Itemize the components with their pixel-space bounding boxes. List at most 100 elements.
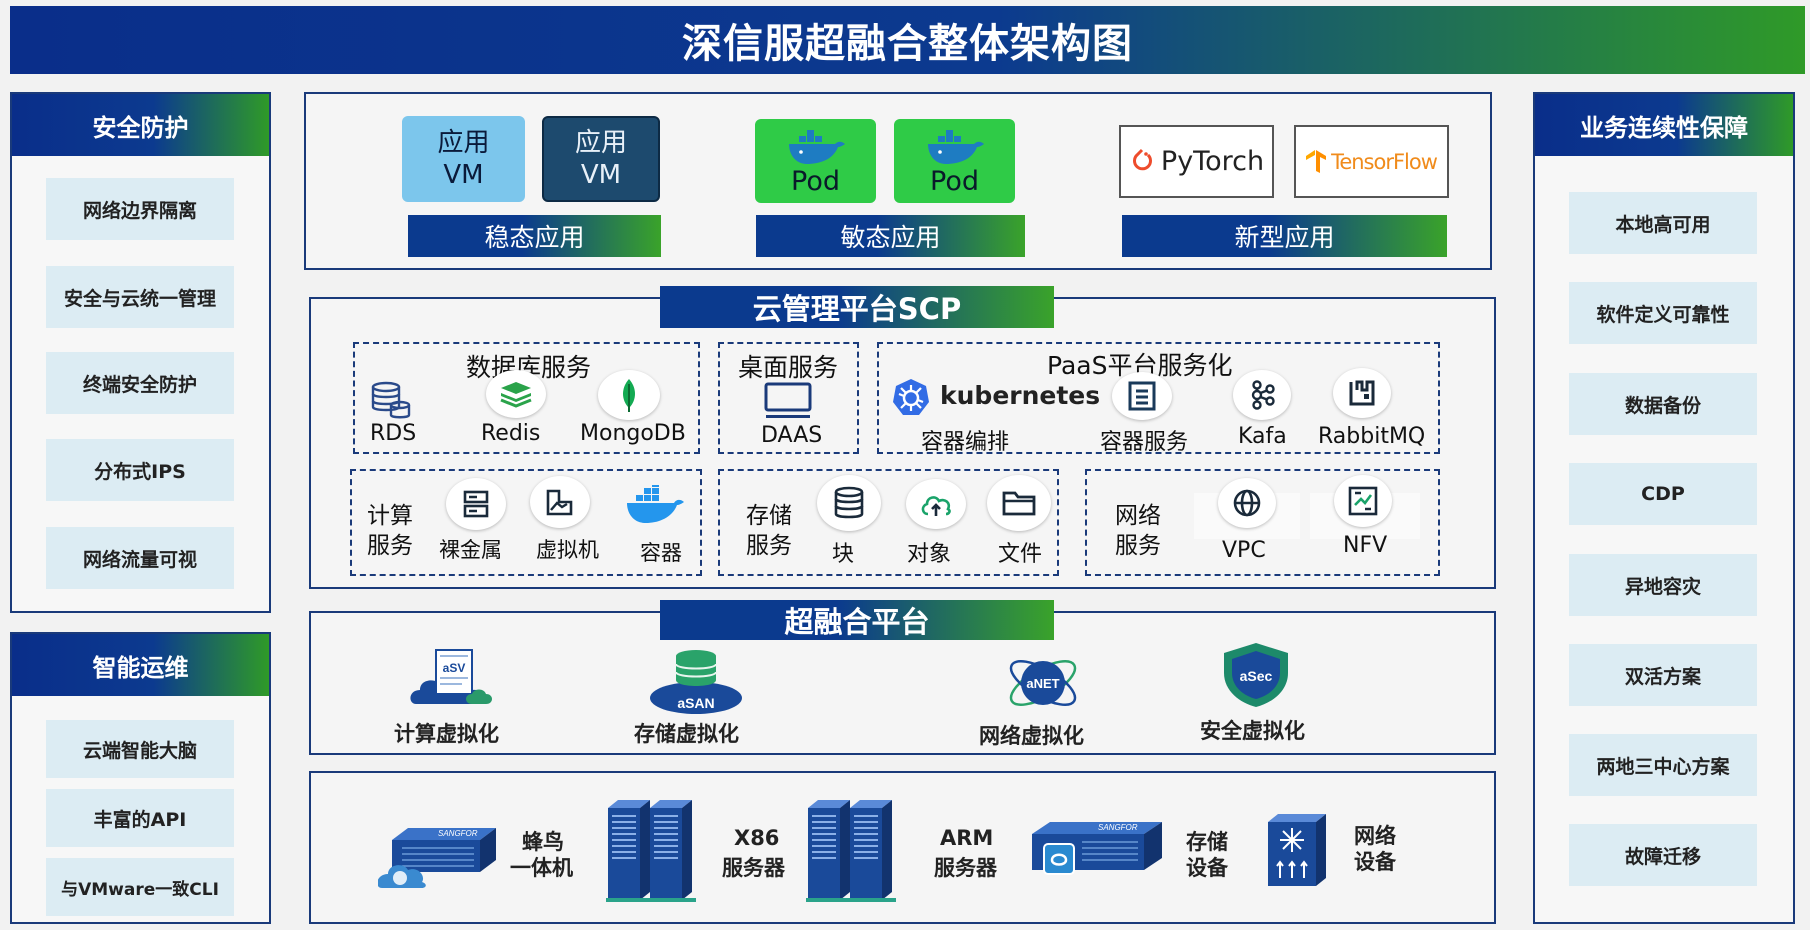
vm-app-line2: VM: [580, 160, 622, 190]
network-service-title: 网络: [1115, 503, 1161, 529]
new-app-label: 新型应用: [1122, 215, 1447, 257]
storage-service-title: 服务: [746, 533, 792, 559]
anet-network-icon: aNET: [1009, 660, 1077, 706]
cloud-upload-icon: [921, 496, 951, 516]
storage-item-label: 对象: [907, 542, 952, 567]
asan-storage-icon: aSAN: [650, 650, 742, 714]
ops-panel: 智能运维 云端智能大脑 丰富的API 与VMware一致CLI: [10, 632, 271, 924]
security-panel: 安全防护 网络边界隔离 安全与云统一管理 终端安全防护 分布式IPS 网络流量可…: [10, 92, 271, 613]
db-item-label: RDS: [370, 421, 417, 446]
hardware-item-label: 网络: [1354, 824, 1396, 848]
network-service-group: [1085, 469, 1440, 576]
desktop-service-group: [718, 342, 859, 454]
asec-security-icon: aSec: [1224, 643, 1288, 707]
ops-item: 云端智能大脑: [46, 720, 234, 778]
continuity-item: 故障迁移: [1569, 824, 1757, 886]
storage-item-label: 块: [832, 542, 855, 567]
container-docker-icon: [627, 485, 684, 523]
hardware-item-label: ARM: [940, 826, 994, 850]
agile-app-label: 敏态应用: [756, 215, 1025, 257]
continuity-title: 业务连续性保障: [1535, 94, 1793, 156]
kafka-icon: [1233, 370, 1291, 420]
hardware-item-label: 服务器: [934, 856, 997, 880]
hci-item-label: 存储虚拟化: [634, 722, 739, 746]
paas-service-group: [877, 342, 1440, 454]
continuity-panel: 业务连续性保障 本地高可用 软件定义可靠性 数据备份 CDP 异地容灾 双活方案…: [1533, 92, 1795, 924]
asv-compute-icon: aSV: [410, 649, 492, 704]
network-device-icon: [1268, 814, 1326, 886]
compute-service-title: 计算: [367, 503, 413, 529]
tensorflow-label: TensorFlow: [1331, 149, 1438, 174]
hummingbird-appliance-icon: SANGFOR: [378, 828, 496, 888]
globe-icon: [1233, 489, 1261, 517]
storage-device-icon: SANGFOR: [1032, 822, 1162, 875]
anet-icon-text: aNET: [1026, 676, 1059, 691]
rabbitmq-icon: [1333, 368, 1391, 418]
vm-app-line2: VM: [443, 160, 484, 190]
continuity-item: 数据备份: [1569, 373, 1757, 435]
virtual-machine-icon: [530, 476, 590, 528]
asv-icon-text: aSV: [443, 661, 466, 675]
stable-app-label: 稳态应用: [408, 215, 661, 257]
arm-server-icon: [806, 800, 896, 902]
hardware-item-label: 一体机: [510, 856, 573, 880]
docker-whale-icon: [927, 130, 984, 164]
container-service-icon: [1112, 372, 1172, 420]
redis-icon: [486, 370, 546, 418]
hardware-item-label: 服务器: [722, 856, 785, 880]
db-service-group: [353, 342, 700, 454]
hardware-item-label: 蜂鸟: [522, 830, 564, 854]
vm-image-icon: [546, 489, 573, 516]
db-item-label: MongoDB: [580, 421, 686, 446]
hardware-item-label: X86: [734, 826, 780, 850]
hci-item-label: 计算虚拟化: [394, 722, 499, 746]
compute-item-label: 容器: [640, 541, 682, 565]
vm-app-light: 应用 VM: [402, 116, 525, 202]
network-item-label: VPC: [1222, 538, 1266, 563]
compute-item-label: 裸金属: [439, 538, 502, 562]
scp-box: [309, 297, 1496, 589]
desktop-item-label: DAAS: [761, 423, 823, 448]
kubernetes-icon: [893, 379, 929, 415]
asan-icon-text: aSAN: [677, 695, 714, 711]
paas-item-label: 容器编排: [921, 430, 1010, 455]
tensorflow-logo: TensorFlow: [1294, 125, 1449, 198]
hardware-item-label: 设备: [1354, 850, 1396, 874]
vm-app-line1: 应用: [574, 128, 627, 158]
continuity-item: 软件定义可靠性: [1569, 282, 1757, 344]
storage-brand-text: SANGFOR: [1098, 823, 1138, 832]
scp-title: 云管理平台SCP: [660, 286, 1054, 328]
kafka-nodes-icon: [1251, 380, 1275, 410]
pytorch-label: PyTorch: [1160, 146, 1265, 177]
nfv-box-icon: [1348, 486, 1378, 516]
hardware-item-label: 存储: [1186, 830, 1228, 854]
hci-title: 超融合平台: [660, 600, 1054, 640]
file-storage-icon: [987, 475, 1051, 531]
desktop-service-title: 桌面服务: [738, 353, 839, 382]
pod-label: Pod: [791, 166, 840, 197]
ops-title: 智能运维: [12, 634, 269, 696]
folder-icon: [1002, 491, 1036, 516]
block-storage-icon: [817, 475, 881, 531]
x86-server-icon: [606, 800, 696, 902]
security-title: 安全防护: [12, 94, 269, 156]
security-item: 网络流量可视: [46, 527, 234, 589]
kubernetes-label: kubernetes: [940, 381, 1101, 410]
pod-label: Pod: [930, 166, 979, 197]
pod-box: Pod: [755, 119, 876, 203]
pod-box: Pod: [894, 119, 1015, 203]
paas-item-label: Kafa: [1238, 424, 1287, 449]
security-item: 终端安全防护: [46, 352, 234, 414]
redis-stack-icon: [500, 382, 532, 408]
database-icon: [371, 381, 411, 419]
security-item: 安全与云统一管理: [46, 266, 234, 328]
hardware-item-label: 设备: [1186, 856, 1228, 880]
vm-app-line1: 应用: [437, 128, 490, 158]
compute-item-label: 虚拟机: [536, 538, 599, 562]
pytorch-flame-icon: [1132, 148, 1152, 170]
docker-whale-icon: [788, 130, 845, 164]
asec-icon-text: aSec: [1240, 668, 1273, 684]
compute-service-title: 服务: [367, 533, 413, 559]
continuity-item: CDP: [1569, 463, 1757, 525]
db-item-label: Redis: [481, 421, 541, 446]
